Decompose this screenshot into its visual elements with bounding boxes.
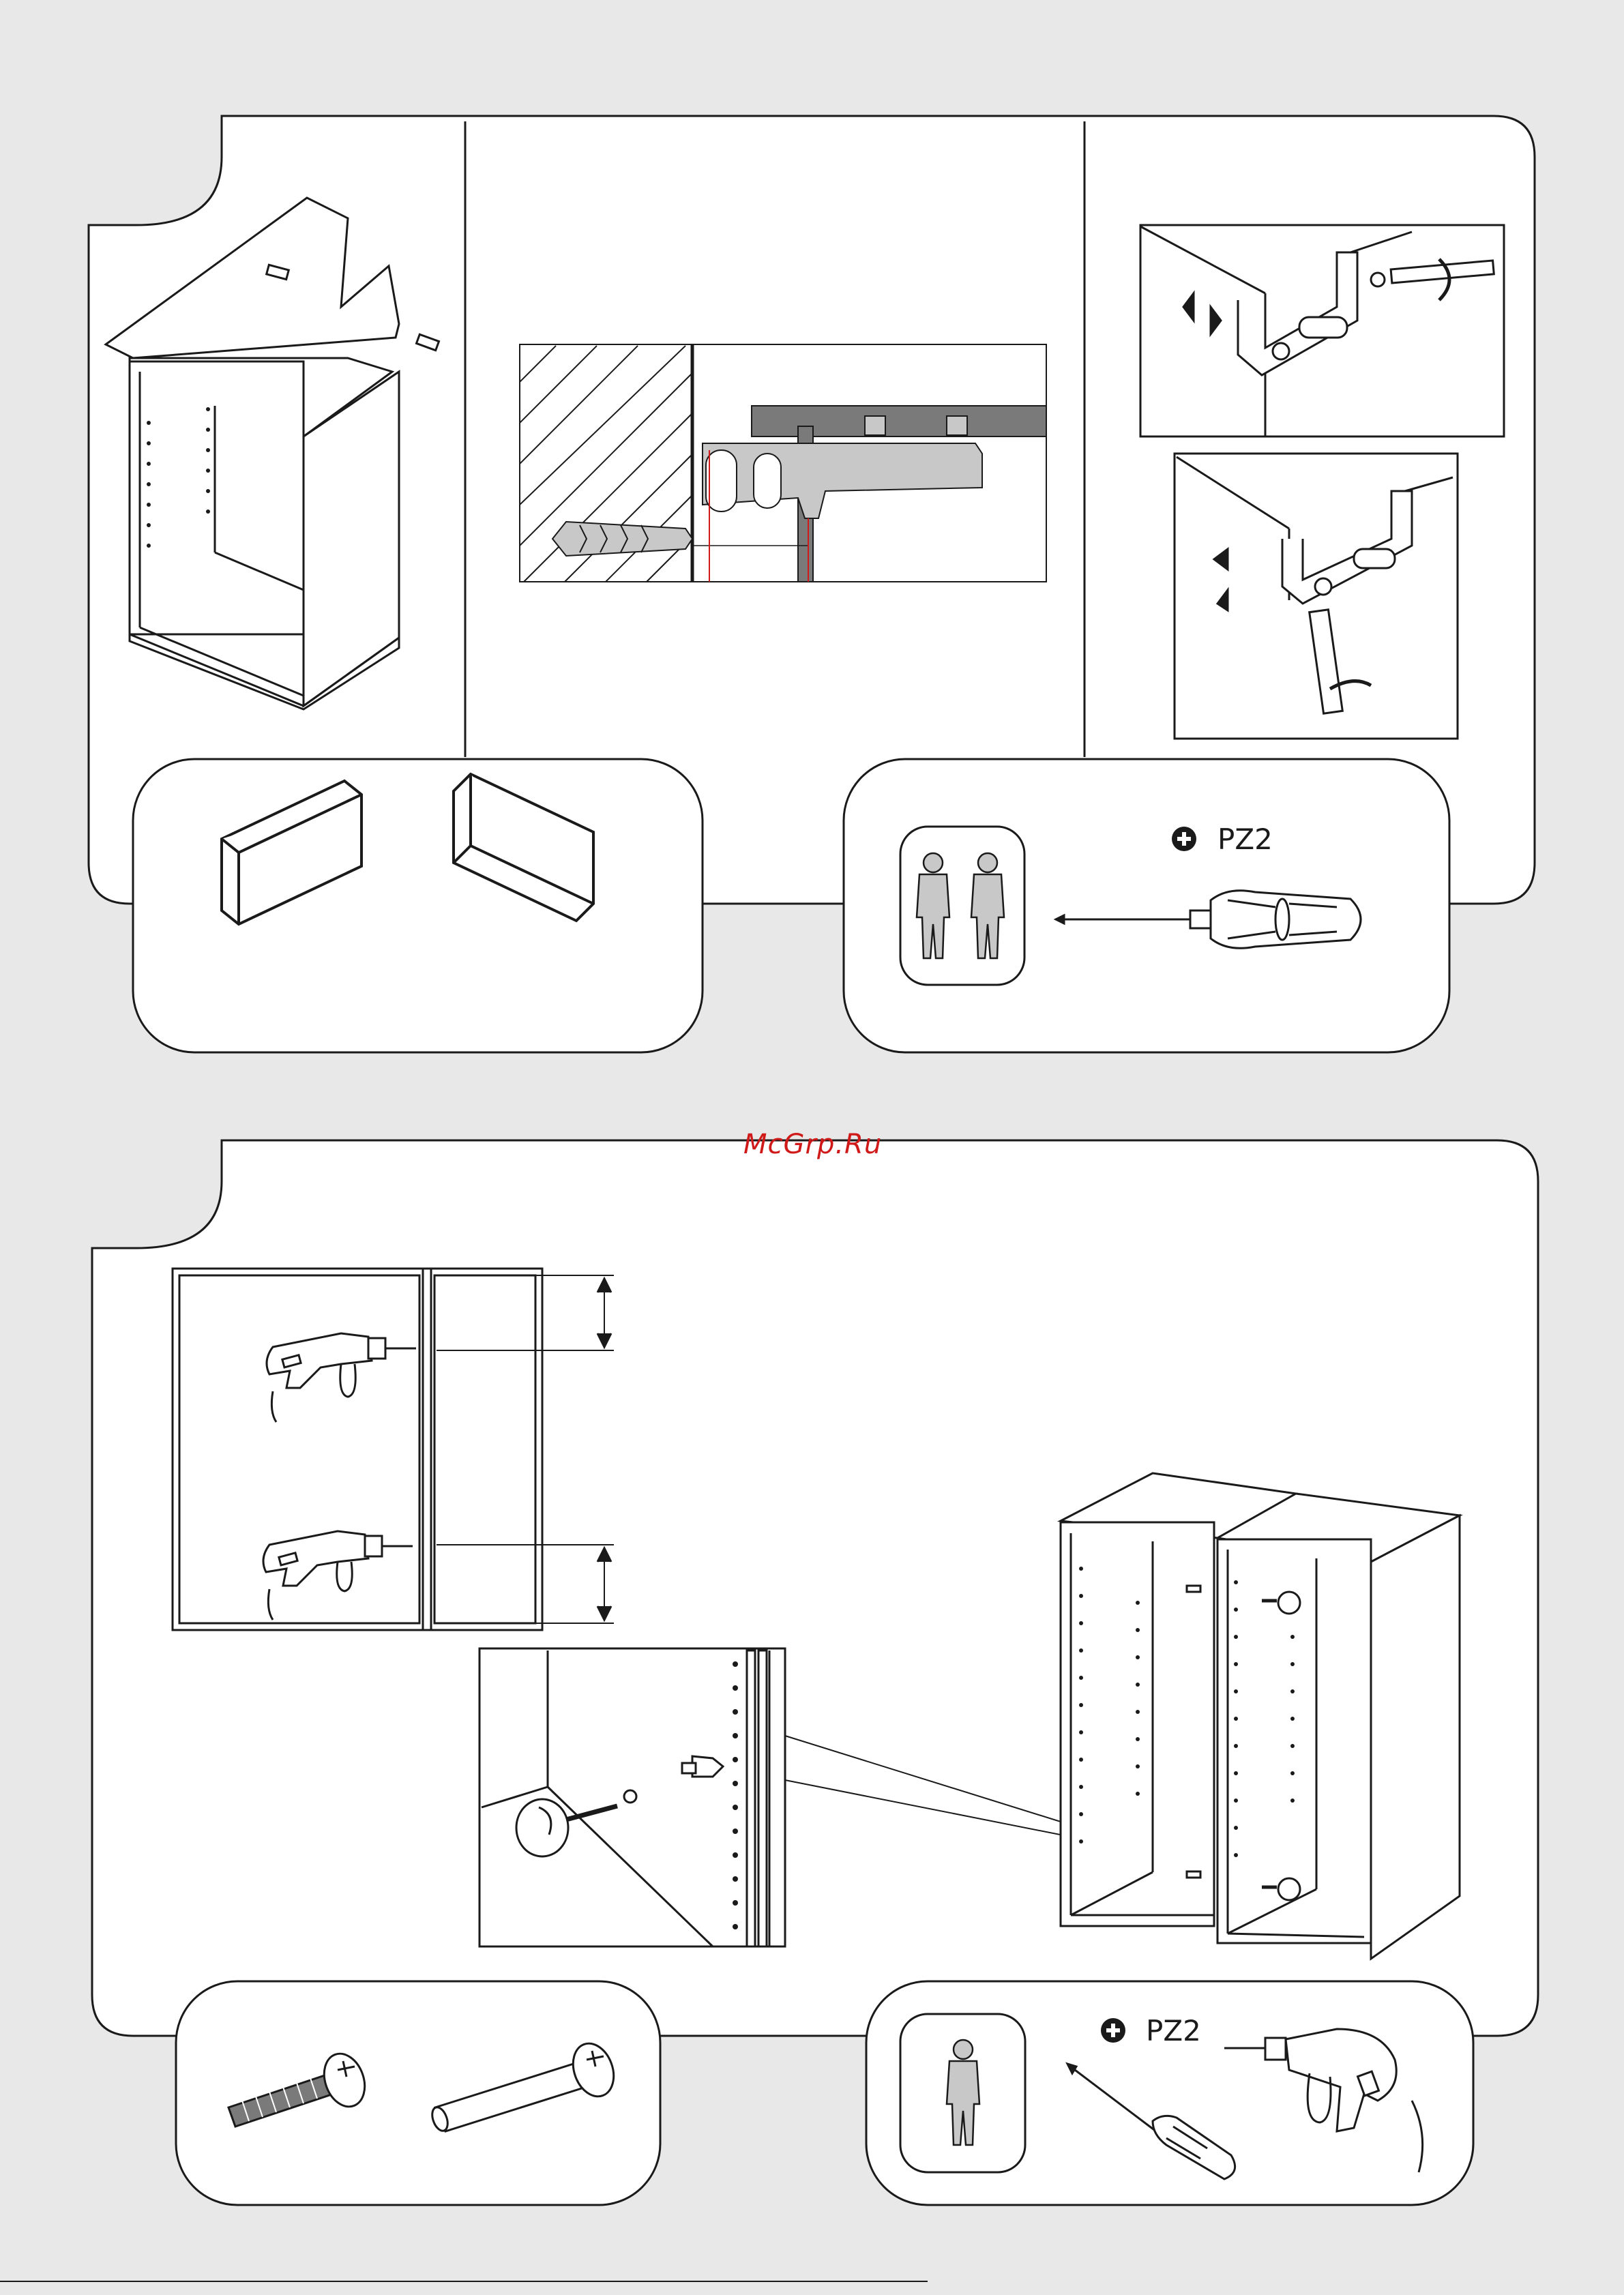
parts-box-top [133, 759, 703, 1052]
tools-box-bottom: PZ2 [866, 1981, 1473, 2205]
bracket-adjust-detail-upper [1140, 225, 1504, 436]
bracket-adjust-detail-lower [1175, 454, 1458, 739]
tools-box-top: PZ2 [844, 759, 1449, 1052]
double-cabinet-assembled-illustration [1061, 1473, 1460, 1959]
phillips-head-icon [1101, 2018, 1125, 2043]
parts-box-bottom [176, 1981, 660, 2205]
tool-size-label: PZ2 [1217, 823, 1273, 856]
watermark-text: McGrp.Ru [743, 1129, 882, 1160]
tool-size-label: PZ2 [1146, 2014, 1201, 2047]
wall-anchor-section-detail [520, 344, 1046, 582]
phillips-head-icon [1172, 827, 1196, 851]
